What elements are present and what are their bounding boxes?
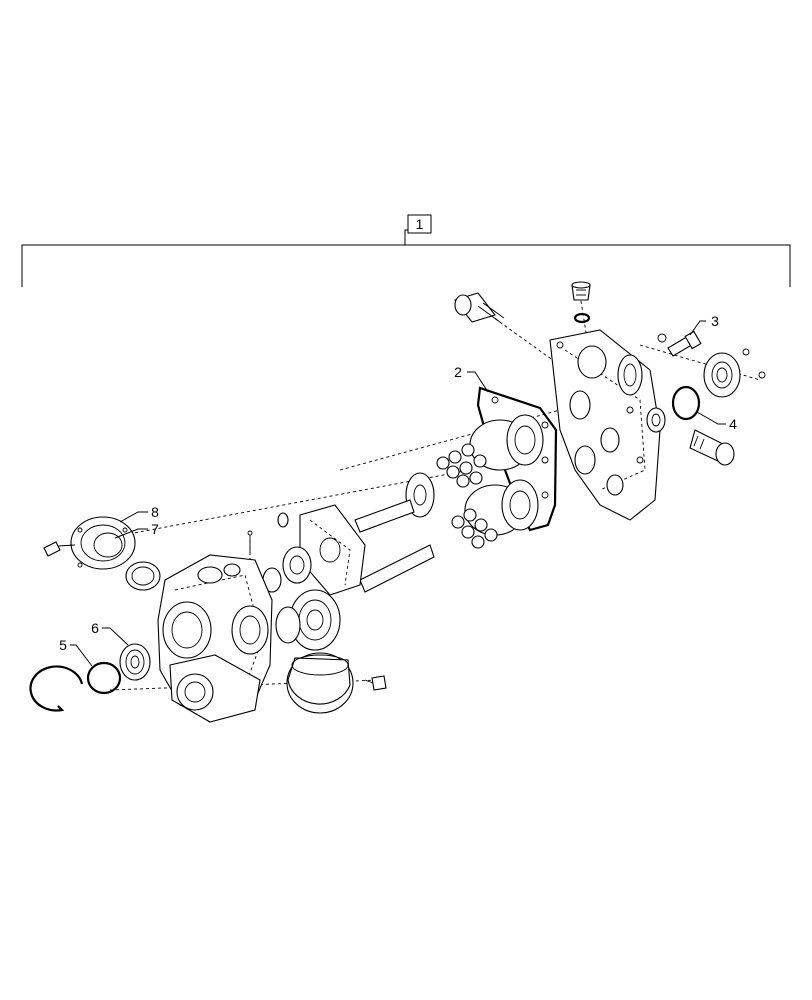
- callout-4: 4: [696, 411, 737, 432]
- housing-lower-flange: [169, 654, 261, 723]
- pistons-upper: [436, 443, 487, 488]
- bushing: [125, 561, 161, 591]
- part-4-o-ring: [671, 385, 701, 421]
- drive-shaft-lower: [359, 544, 435, 593]
- drive-shaft-upper: [354, 499, 415, 533]
- callout-6: 6: [91, 620, 129, 646]
- svg-text:7: 7: [151, 521, 159, 537]
- callout-2: 2: [454, 364, 489, 393]
- small-gear-a: [282, 546, 312, 584]
- swash-plate-upper: [405, 472, 435, 518]
- pistons-lower: [451, 508, 498, 549]
- part-5-o-ring: [86, 661, 122, 695]
- callout-3: 3: [689, 313, 719, 336]
- snap-ring: [29, 665, 84, 712]
- assembly-bracket: 1: [21, 214, 791, 287]
- callout-8: 8: [119, 504, 159, 523]
- hose-fitting: [454, 292, 505, 323]
- svg-text:2: 2: [454, 364, 462, 380]
- svg-text:3: 3: [711, 313, 719, 329]
- svg-text:8: 8: [151, 504, 159, 520]
- right-bearing: [703, 348, 766, 398]
- svg-text:6: 6: [91, 620, 99, 636]
- callout-5: 5: [59, 637, 93, 667]
- callout-1: 1: [416, 216, 424, 232]
- part-6-seal: [119, 643, 151, 681]
- end-cap-screw: [364, 675, 387, 691]
- top-plug: [571, 281, 591, 324]
- part-2-gasket: [476, 386, 558, 532]
- cover-bolt: [43, 541, 76, 557]
- part-3-bolt: [657, 330, 702, 357]
- lower-right-fitting: [689, 429, 735, 466]
- end-cap: [286, 652, 354, 714]
- part-8-cover: [70, 516, 136, 570]
- callout-7: 7: [114, 521, 159, 539]
- svg-text:4: 4: [729, 416, 737, 432]
- svg-text:5: 5: [59, 637, 67, 653]
- dowel-pin: [247, 530, 253, 553]
- seal-washer: [646, 407, 666, 433]
- front-bearing-stack: [275, 589, 341, 651]
- o-ring-top: [573, 312, 591, 324]
- valve-block-housing: [549, 329, 661, 521]
